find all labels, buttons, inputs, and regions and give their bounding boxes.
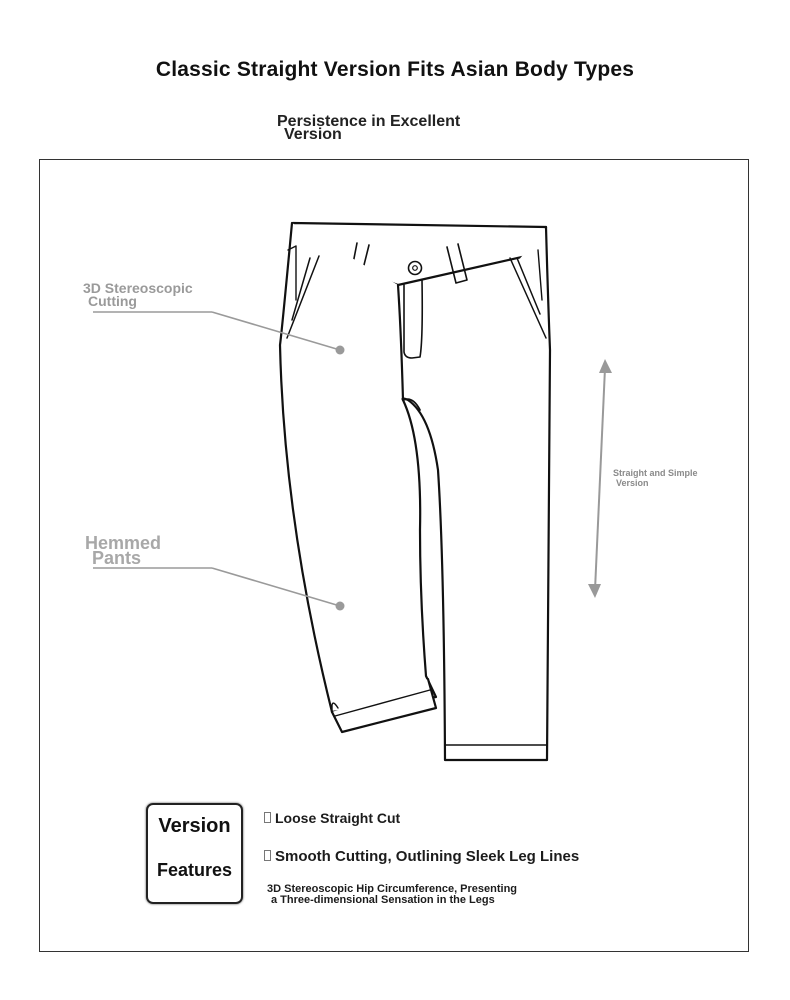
callout-hem-line-2: Pants xyxy=(92,548,142,568)
belt-loop-right xyxy=(446,243,468,284)
feature-item-3-line-2: a Three-dimensional Sensation in the Leg… xyxy=(271,894,495,906)
badge-line-2: Features xyxy=(156,860,233,880)
marker-dot-hem xyxy=(335,601,345,611)
callout-cutting-line-1: 3D Stereoscopic xyxy=(83,280,193,296)
pocket-left xyxy=(286,255,320,339)
bullet-box-icon xyxy=(264,850,271,861)
marker-dot-cutting xyxy=(335,345,345,355)
badge-line-1: Version xyxy=(158,815,231,837)
page-title: Classic Straight Version Fits Asian Body… xyxy=(155,58,635,81)
double-arrow-icon xyxy=(588,359,612,598)
callout-straight-line-1: Straight and Simple xyxy=(613,468,698,478)
button-icon xyxy=(407,260,423,276)
callout-straight-line-2: Version xyxy=(616,478,649,488)
pocket-right xyxy=(509,257,547,339)
callout-hem-line-1: Hemmed xyxy=(85,533,162,553)
callout-3d-cutting: 3D Stereoscopic Cutting xyxy=(83,280,193,309)
subtitle: Persistence in Excellent Version xyxy=(277,113,461,143)
feature-item-1: Loose Straight Cut xyxy=(264,810,400,826)
subtitle-line-1: Persistence in Excellent xyxy=(277,113,461,130)
feature-item-3: 3D Stereoscopic Hip Circumference, Prese… xyxy=(267,884,517,906)
subtitle-line-2: Version xyxy=(284,126,342,143)
cuff-left xyxy=(330,677,438,734)
feature-item-2: Smooth Cutting, Outlining Sleek Leg Line… xyxy=(264,848,579,865)
callout-cutting-line-2: Cutting xyxy=(88,293,137,309)
feature-item-3-line-1: 3D Stereoscopic Hip Circumference, Prese… xyxy=(267,883,518,895)
bullet-box-icon xyxy=(264,812,271,823)
feature-item-1-text: Loose Straight Cut xyxy=(275,810,401,826)
callout-straight-version: Straight and Simple Version xyxy=(613,468,698,488)
illustration-frame xyxy=(39,159,749,952)
callout-hemmed-pants: Hemmed Pants xyxy=(85,533,162,568)
version-features-badge: Version Features xyxy=(146,803,243,904)
fly xyxy=(403,279,424,359)
feature-item-2-text: Smooth Cutting, Outlining Sleek Leg Line… xyxy=(275,848,580,865)
